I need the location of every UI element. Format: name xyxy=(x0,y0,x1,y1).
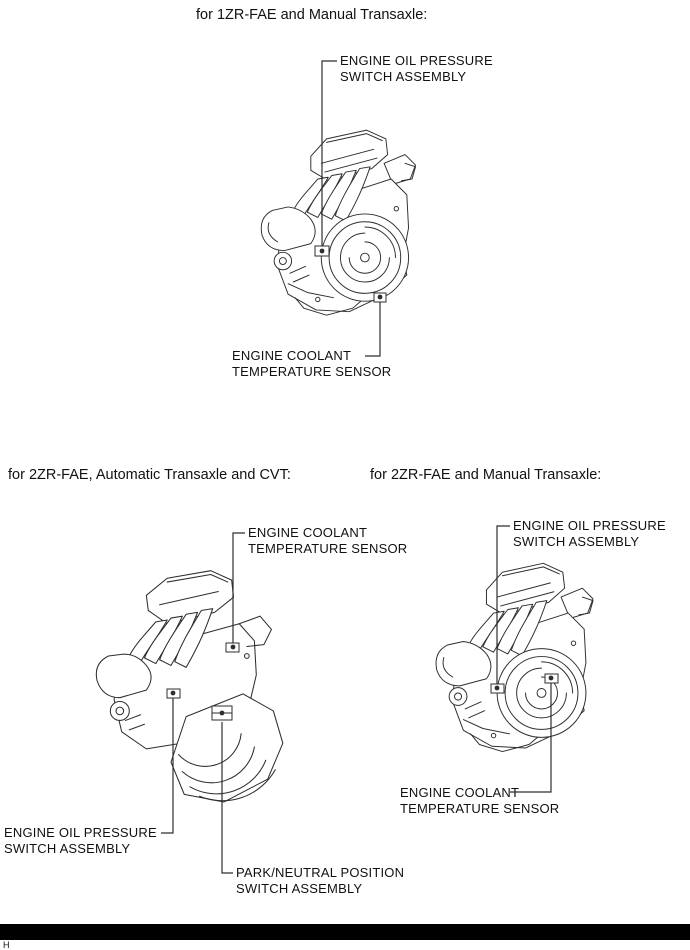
callout-oil-pressure-switch-3: ENGINE OIL PRESSURE SWITCH ASSEMBLY xyxy=(513,518,666,550)
engine-illustration-2zr-automatic xyxy=(80,568,298,816)
footer-page-letter: H xyxy=(3,940,10,950)
callout-park-neutral-switch: PARK/NEUTRAL POSITION SWITCH ASSEMBLY xyxy=(236,865,405,897)
callout-oil-pressure-switch-1: ENGINE OIL PRESSURE SWITCH ASSEMBLY xyxy=(340,53,493,85)
footer-divider-bar xyxy=(0,924,690,940)
diagram-title-1zr-manual: for 1ZR-FAE and Manual Transaxle: xyxy=(196,7,428,23)
callout-coolant-sensor-3: ENGINE COOLANT TEMPERATURE SENSOR xyxy=(400,785,560,817)
callout-oil-pressure-switch-2: ENGINE OIL PRESSURE SWITCH ASSEMBLY xyxy=(4,825,157,857)
engine-illustration-1zr-manual xyxy=(234,118,426,350)
diagram-title-2zr-automatic-cvt: for 2ZR-FAE, Automatic Transaxle and CVT… xyxy=(8,467,291,483)
diagram-title-2zr-manual: for 2ZR-FAE and Manual Transaxle: xyxy=(370,467,602,483)
engine-illustration-2zr-manual xyxy=(406,558,606,780)
callout-coolant-sensor-1: ENGINE COOLANT TEMPERATURE SENSOR xyxy=(232,348,392,380)
callout-coolant-sensor-2: ENGINE COOLANT TEMPERATURE SENSOR xyxy=(248,525,408,557)
